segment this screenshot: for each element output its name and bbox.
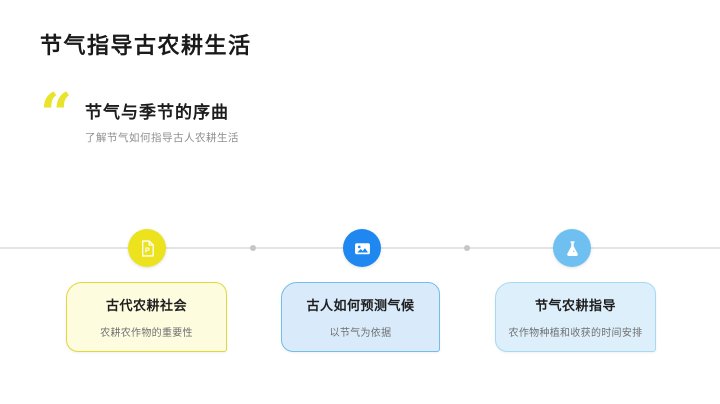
timeline-card-2: 古人如何预测气候 以节气为依据 bbox=[281, 282, 440, 352]
timeline-card-3: 节气农耕指导 农作物种植和收获的时间安排 bbox=[495, 282, 656, 352]
timeline-dot bbox=[250, 245, 256, 251]
slide-title: 节气指导古农耕生活 bbox=[40, 33, 252, 58]
timeline-node-1: P bbox=[128, 229, 166, 267]
card-title: 古代农耕社会 bbox=[105, 298, 187, 313]
card-description: 农耕农作物的重要性 bbox=[100, 328, 193, 339]
card-title: 节气农耕指导 bbox=[534, 298, 616, 313]
flask-icon bbox=[562, 238, 583, 259]
ppt-document-icon: P bbox=[137, 238, 158, 259]
section-subheading: 了解节气如何指导古人农耕生活 bbox=[85, 132, 239, 144]
section-heading: 节气与季节的序曲 bbox=[85, 103, 229, 122]
card-description: 农作物种植和收获的时间安排 bbox=[508, 328, 643, 339]
card-description: 以节气为依据 bbox=[329, 328, 392, 339]
timeline-node-2 bbox=[343, 229, 381, 267]
timeline-card-1: 古代农耕社会 农耕农作物的重要性 bbox=[66, 282, 227, 352]
quote-icon: “ bbox=[40, 81, 72, 147]
image-icon bbox=[352, 238, 373, 259]
svg-text:P: P bbox=[144, 245, 149, 254]
timeline-dot bbox=[464, 245, 470, 251]
timeline-node-3 bbox=[553, 229, 591, 267]
card-title: 古人如何预测气候 bbox=[306, 298, 415, 313]
